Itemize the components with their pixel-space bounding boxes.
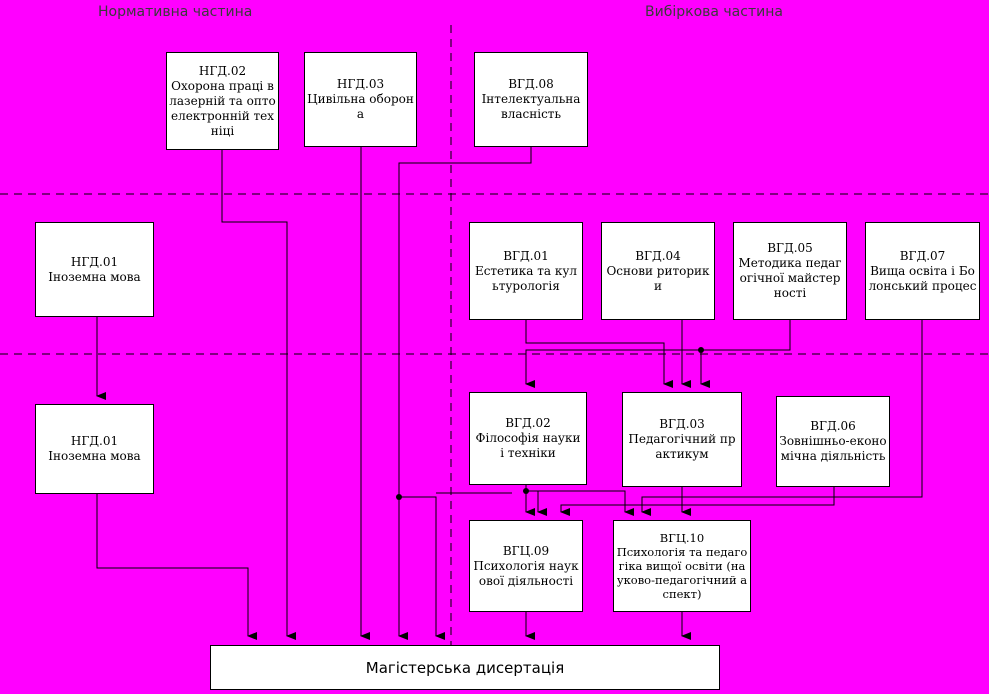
connector-vgd05-to-vgd03: [700, 320, 791, 388]
node-code: ВГД.08: [508, 77, 554, 91]
connector-ngd02-to-final: [221, 150, 296, 640]
connector-ngd01b-to-final: [96, 494, 257, 640]
node-ngd02[interactable]: НГД.02 Охорона праці в лазерній та оптое…: [166, 52, 279, 150]
node-name: Основи риторики: [606, 263, 710, 293]
node-name: Охорона праці в лазерній та оптоелектрон…: [169, 78, 276, 138]
node-name: Вища освіта і Болонський процес: [868, 263, 977, 293]
node-name: Методика педагогічної майстерності: [738, 256, 842, 300]
node-name: Психологія наукової діяльності: [473, 558, 579, 588]
node-name: Іноземна мова: [48, 449, 141, 463]
junction-dot-2: [523, 488, 529, 494]
node-vgd01[interactable]: ВГД.01 Естетика та культурологія: [469, 222, 583, 320]
node-code: ВГД.06: [810, 419, 856, 433]
section-title-elective: Вибіркова частина: [645, 4, 783, 20]
node-vgd06[interactable]: ВГД.06 Зовнішньо-економічна діяльність: [776, 396, 890, 487]
node-vgd03[interactable]: ВГД.03 Педагогічний практикум: [622, 392, 742, 487]
junction-dot-3: [396, 494, 402, 500]
connector-vgd02-to-vgc10: [526, 490, 634, 516]
node-name: Зовнішньо-економічна діяльність: [779, 434, 887, 463]
node-vgc09[interactable]: ВГЦ.09 Психологія наукової діяльності: [469, 520, 583, 612]
node-code: ВГЦ.09: [502, 543, 550, 558]
node-name: Цивільна оборона: [307, 92, 414, 121]
node-name: Філософія науки і техніки: [475, 431, 581, 460]
connector-bus-to-final: [399, 496, 445, 640]
node-ngd03[interactable]: НГД.03 Цивільна оборона: [304, 52, 417, 147]
node-vgc10[interactable]: ВГЦ.10 Психологія та педагогіка вищої ос…: [613, 520, 751, 612]
node-name: Естетика та культурологія: [474, 263, 578, 293]
connector-vgd05-to-vgd02: [525, 349, 701, 388]
node-code: ВГД.03: [659, 417, 705, 431]
node-vgd02[interactable]: ВГД.02 Філософія науки і техніки: [469, 392, 587, 485]
node-code: НГД.01: [70, 254, 119, 269]
connector-vgd06-to-vgc09: [560, 487, 835, 516]
node-name: Педагогічний практикум: [628, 432, 736, 461]
node-code: НГД.01: [70, 434, 119, 448]
node-code: НГД.02: [198, 63, 247, 78]
node-code: ВГД.01: [503, 248, 549, 263]
node-ngd01-lower[interactable]: НГД.01 Іноземна мова: [35, 404, 154, 494]
section-title-normative: Нормативна частина: [98, 4, 253, 20]
node-name: Іноземна мова: [48, 269, 141, 284]
node-name: Інтелектуальна власність: [481, 92, 581, 121]
node-code: ВГД.05: [767, 241, 813, 255]
node-vgd04[interactable]: ВГД.04 Основи риторики: [601, 222, 715, 320]
node-code: ВГЦ.10: [659, 531, 705, 545]
node-final-dissertation[interactable]: Магістерська дисертація: [210, 645, 720, 690]
node-name: Психологія та педагогіка вищої освіти (н…: [616, 545, 748, 601]
node-vgd07[interactable]: ВГД.07 Вища освіта і Болонський процес: [865, 222, 980, 320]
node-vgd05[interactable]: ВГД.05 Методика педагогічної майстерност…: [733, 222, 847, 320]
node-code: ВГД.07: [899, 248, 946, 263]
node-ngd01-upper[interactable]: НГД.01 Іноземна мова: [35, 222, 154, 317]
connector-vgd08-to-final: [398, 147, 532, 640]
node-code: ВГД.04: [635, 248, 681, 263]
junction-dot-1: [698, 347, 704, 353]
node-code: ВГД.02: [505, 416, 551, 430]
connector-vgd02-to-vgc09b: [526, 490, 547, 516]
node-vgd08[interactable]: ВГД.08 Інтелектуальна власність: [474, 52, 588, 147]
connector-vgd01-to-vgd03: [525, 320, 673, 388]
final-label: Магістерська дисертація: [365, 658, 565, 677]
node-code: НГД.03: [336, 77, 385, 91]
